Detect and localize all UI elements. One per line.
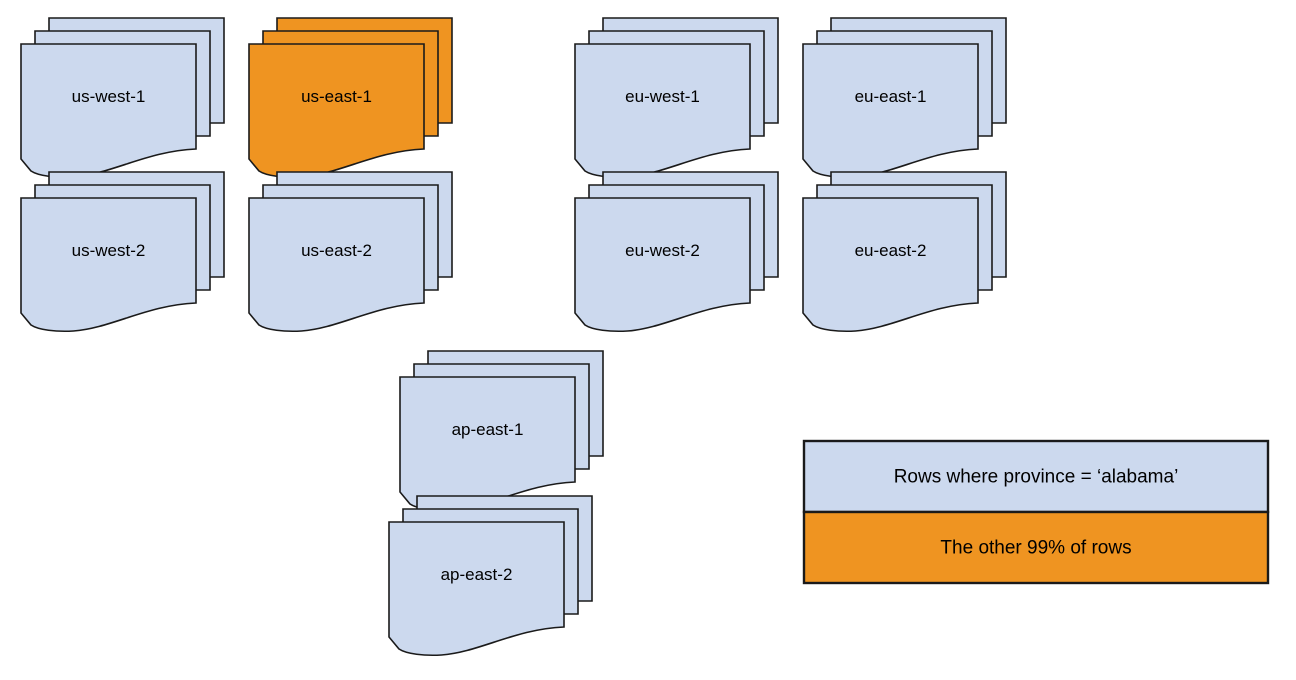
region-stack-label: us-west-2 xyxy=(72,241,146,260)
region-stack-label: us-west-1 xyxy=(72,87,146,106)
legend-label: Rows where province = ‘alabama’ xyxy=(894,467,1179,488)
region-stack-label: us-east-2 xyxy=(301,241,372,260)
region-stack-eu-west-1[interactable]: eu-west-1 xyxy=(574,17,779,179)
region-stack-label: ap-east-2 xyxy=(441,565,513,584)
legend: Rows where province = ‘alabama’ The other… xyxy=(802,439,1270,585)
region-stack-us-east-2[interactable]: us-east-2 xyxy=(248,171,453,333)
legend-row-other: The other 99% of rows xyxy=(802,510,1270,585)
region-stack-label: ap-east-1 xyxy=(452,420,524,439)
region-stack-eu-east-2[interactable]: eu-east-2 xyxy=(802,171,1007,333)
stack-sheet-front xyxy=(20,43,197,179)
stack-sheet-front xyxy=(20,197,197,333)
region-stack-ap-east-1[interactable]: ap-east-1 xyxy=(399,350,604,512)
region-stack-us-east-1[interactable]: us-east-1 xyxy=(248,17,453,179)
region-stack-us-west-1[interactable]: us-west-1 xyxy=(20,17,225,179)
region-stack-eu-east-1[interactable]: eu-east-1 xyxy=(802,17,1007,179)
region-stack-label: eu-west-2 xyxy=(625,241,700,260)
legend-row-matching: Rows where province = ‘alabama’ xyxy=(802,439,1270,514)
stack-sheet-front xyxy=(388,521,565,657)
region-stack-us-west-2[interactable]: us-west-2 xyxy=(20,171,225,333)
region-stack-label: eu-east-1 xyxy=(855,87,927,106)
region-stack-ap-east-2[interactable]: ap-east-2 xyxy=(388,495,593,657)
stack-sheet-front xyxy=(248,43,425,179)
stack-sheet-front xyxy=(399,376,576,512)
stack-sheet-front xyxy=(802,43,979,179)
legend-swatch xyxy=(802,510,1270,585)
region-stack-label: eu-west-1 xyxy=(625,87,700,106)
region-stack-label: us-east-1 xyxy=(301,87,372,106)
stack-sheet-front xyxy=(574,197,751,333)
stack-sheet-front xyxy=(248,197,425,333)
stack-sheet-front xyxy=(802,197,979,333)
legend-label: The other 99% of rows xyxy=(940,538,1131,559)
stacks-group: us-west-1 us-east-1 eu-west-1 eu-east-1 us-w… xyxy=(20,17,1007,657)
legend-swatch xyxy=(802,439,1270,514)
region-stack-label: eu-east-2 xyxy=(855,241,927,260)
region-stack-eu-west-2[interactable]: eu-west-2 xyxy=(574,171,779,333)
stack-sheet-front xyxy=(574,43,751,179)
